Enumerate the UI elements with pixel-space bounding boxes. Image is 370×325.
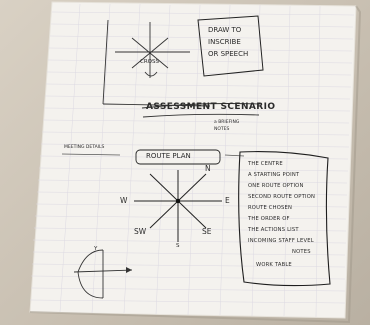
- list-item-8: INCOMING STAFF LEVEL: [248, 239, 314, 244]
- compass-w: W: [120, 197, 127, 205]
- list-item-4: SECOND ROUTE OPTION: [248, 195, 315, 200]
- list-item-2: A STARTING POINT: [248, 173, 299, 178]
- top-box-line-1: DRAW TO: [208, 27, 241, 34]
- top-box-line-2: INSCRIBE: [208, 39, 241, 46]
- middle-box-label: ROUTE PLAN: [146, 153, 191, 160]
- top-cross-label: CROSS: [140, 60, 159, 66]
- compass-center-dot: [176, 199, 180, 203]
- list-item-5: ROUTE CHOSEN: [248, 206, 292, 211]
- list-item-9: NOTES: [292, 250, 311, 255]
- banner-title: ASSESSMENT SCENARIO: [146, 103, 275, 112]
- compass-e: E: [225, 197, 230, 205]
- banner-sub-1: a BRIEFING: [214, 121, 239, 126]
- list-item-10: WORK TABLE: [256, 263, 292, 268]
- middle-left-note: MEETING DETAILS: [64, 146, 104, 151]
- top-box-line-3: OR SPEECH: [208, 51, 248, 58]
- list-item-1: THE CENTRE: [248, 162, 283, 167]
- list-item-3: ONE ROUTE OPTION: [248, 184, 304, 189]
- list-item-6: THE ORDER OF: [248, 217, 290, 222]
- compass-s: S: [176, 244, 180, 250]
- compass-n: N: [205, 165, 211, 173]
- list-item-7: THE ACTIONS LIST: [248, 228, 299, 233]
- banner-sub-2: NOTES: [214, 128, 229, 133]
- bottom-axes-label: Y: [94, 247, 97, 253]
- compass-se: SE: [202, 228, 212, 236]
- compass-sw: SW: [134, 228, 146, 236]
